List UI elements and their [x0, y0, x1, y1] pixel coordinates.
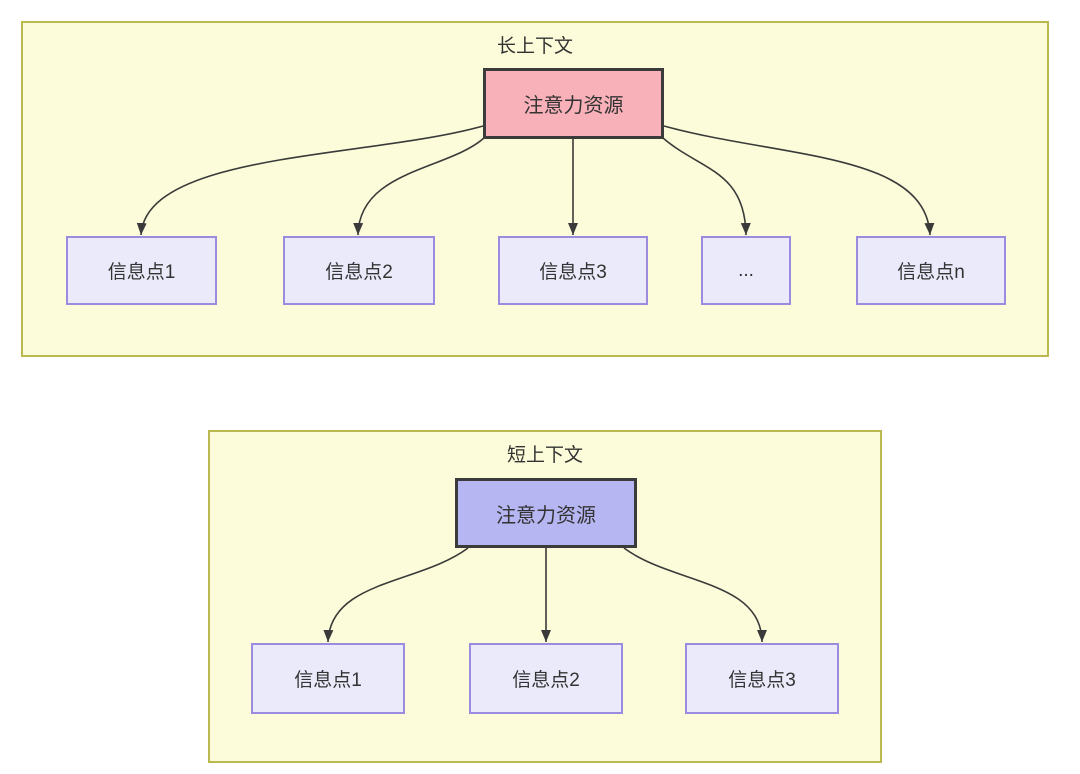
info-point-node-short-2: 信息点2	[469, 643, 623, 714]
info-point-node-long-2: 信息点2	[283, 236, 435, 305]
info-point-label: 信息点1	[107, 262, 176, 283]
info-point-node-long-ellipsis: ...	[701, 236, 791, 305]
info-point-label: 信息点n	[897, 262, 965, 283]
info-point-node-long-n: 信息点n	[856, 236, 1006, 305]
short-context-title: 短上下文	[506, 445, 583, 466]
info-point-label: 信息点1	[294, 670, 362, 691]
info-point-node-short-3: 信息点3	[685, 643, 839, 714]
info-point-node-long-3: 信息点3	[498, 236, 648, 305]
attention-resource-label: 注意力资源	[496, 504, 596, 527]
info-point-label: ...	[738, 259, 754, 281]
long-context-title: 长上下文	[496, 36, 573, 57]
info-point-label: 信息点2	[325, 262, 393, 283]
info-point-node-long-1: 信息点1	[66, 236, 217, 305]
attention-resource-label: 注意力资源	[523, 95, 624, 117]
attention-resource-node-long: 注意力资源	[483, 68, 664, 139]
attention-resource-node-short: 注意力资源	[455, 478, 637, 548]
info-point-label: 信息点3	[539, 262, 607, 283]
info-point-label: 信息点2	[512, 670, 580, 691]
info-point-node-short-1: 信息点1	[251, 643, 405, 714]
info-point-label: 信息点3	[728, 670, 796, 691]
